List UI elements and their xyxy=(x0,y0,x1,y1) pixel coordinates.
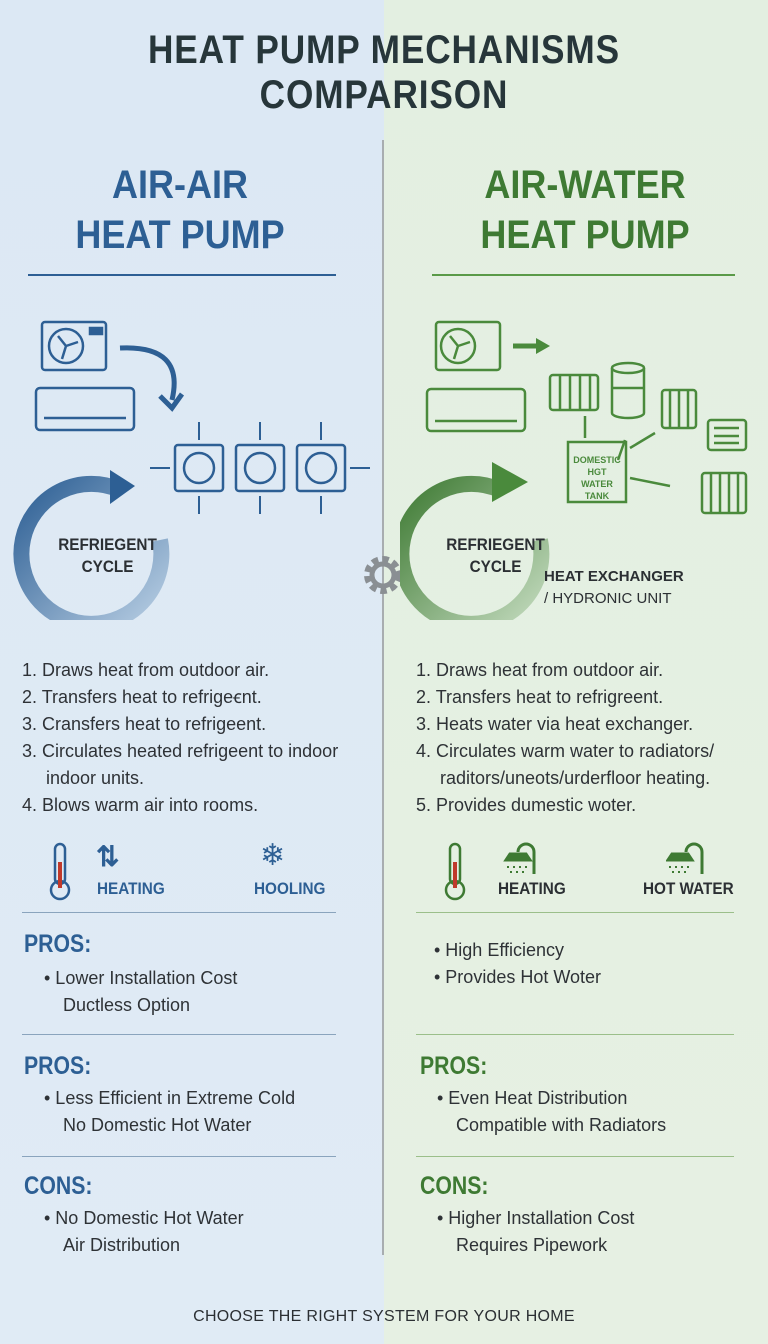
up-down-arrows-icon: ⇅ xyxy=(96,841,120,872)
pros-title: PROS: xyxy=(24,1052,92,1080)
right-heading-line2: HEAT PUMP xyxy=(480,213,690,257)
step: 1. Draws heat from outdoor air. xyxy=(416,660,664,680)
underfloor-heating-icon xyxy=(706,418,748,452)
separator xyxy=(22,1156,336,1157)
tank-label-line: HGT xyxy=(587,467,607,477)
heating-label: HEATING xyxy=(97,879,165,898)
indoor-fan-units-icon xyxy=(150,422,370,514)
outdoor-unit-icon xyxy=(434,320,502,372)
pros-title: PROS: xyxy=(420,1052,488,1080)
cycle-label-line2: CYCLE xyxy=(81,557,134,576)
thermometer-icon xyxy=(444,842,466,901)
left-heading-line1: AIR-AIR xyxy=(112,163,248,207)
step: 3. Heats water via heat exchanger. xyxy=(416,714,694,734)
tank-label-line: WATER xyxy=(581,479,613,489)
air-air-diagram xyxy=(13,320,370,620)
right-panel xyxy=(384,0,768,1344)
left-heading: AIR-AIR HEAT PUMP xyxy=(36,160,324,260)
radiator-icon xyxy=(548,373,600,412)
step: 5. Provides dumestic woter. xyxy=(416,795,637,815)
cons-item: Requires Pipework xyxy=(456,1235,608,1255)
indoor-unit-icon xyxy=(34,386,136,432)
pros-item: No Domestic Hot Water xyxy=(63,1115,252,1135)
cons-title: CONS: xyxy=(24,1172,93,1200)
cons-item: • Higher Installation Cost xyxy=(437,1208,635,1228)
step: 4. Blows warm air into rooms. xyxy=(22,795,259,815)
step: 3. Circulates heated refrigeent to indoo… xyxy=(22,741,339,761)
right-cycle-label: REFRIEGENT CYCLE xyxy=(446,534,545,578)
right-heading: AIR-WATER HEAT PUMP xyxy=(441,160,729,260)
footer-tagline: CHOOSE THE RIGHT SYSTEM FOR YOUR HOME xyxy=(193,1308,575,1325)
step: raditors/uneots/urderfloor heating. xyxy=(440,768,711,788)
right-heading-line1: AIR-WATER xyxy=(484,163,686,207)
water-tank-box-icon xyxy=(566,440,628,504)
separator xyxy=(416,912,734,913)
left-panel xyxy=(0,0,384,1344)
curved-arrow-icon xyxy=(119,345,177,401)
cycle-label-line2: CYCLE xyxy=(469,557,522,576)
shower-icon xyxy=(503,842,536,874)
gear-icon xyxy=(364,556,402,594)
bullet-item: • High Efficiency xyxy=(434,940,565,960)
left-steps-list: 1. Draws heat from outdoor air. 2. Trans… xyxy=(22,657,338,819)
cycle-label-line1: REFRIEGENT xyxy=(58,535,157,554)
pros-item: Compatible with Radiators xyxy=(456,1115,667,1135)
refrigerant-cycle-arrow-icon xyxy=(400,475,550,620)
left-heading-rule xyxy=(28,274,336,276)
right-heading-rule xyxy=(432,274,735,276)
cooling-label: HOOLING xyxy=(254,879,326,898)
left-cycle-label: REFRIEGENT CYCLE xyxy=(58,534,157,578)
outdoor-unit-icon xyxy=(40,320,108,372)
air-water-diagram xyxy=(400,320,748,620)
step: 2. Transfers heat to refrigeꞓnt. xyxy=(22,687,262,707)
step: 4. Circulates warm water to radiators/ xyxy=(416,741,715,761)
step: 2. Transfers heat to refrigreent. xyxy=(416,687,664,707)
heating-label: HEATING xyxy=(498,879,566,898)
step: 1. Draws heat from outdoor air. xyxy=(22,660,270,680)
thermometer-icon xyxy=(49,842,71,901)
tank-label: DOMESTIC HGT WATER TANK xyxy=(568,454,626,502)
cycle-label-line1: REFRIEGENT xyxy=(446,535,545,554)
pros-title: PROS: xyxy=(24,930,92,958)
shower-icon xyxy=(666,842,704,874)
pros-item: Ductless Option xyxy=(63,995,191,1015)
step: 3. Cransfers heat to refrigeent. xyxy=(22,714,267,734)
water-tank-drum-icon xyxy=(610,361,646,420)
pros-item: • Less Efficient in Extreme Cold xyxy=(44,1088,296,1108)
radiator-icon xyxy=(660,388,698,430)
left-heading-line2: HEAT PUMP xyxy=(75,213,285,257)
tank-label-line: TANK xyxy=(584,491,610,501)
hot-water-label: HOT WATER xyxy=(643,879,734,898)
tank-label-line: DOMESTIC xyxy=(573,455,621,465)
pros-item: • Even Heat Distribution xyxy=(437,1088,628,1108)
radiator-icon xyxy=(700,471,748,515)
step: indoor units. xyxy=(46,768,145,788)
cons-item: • No Domestic Hot Water xyxy=(44,1208,244,1228)
snowflake-icon: ❄ xyxy=(260,839,286,872)
center-divider xyxy=(382,140,384,1255)
right-steps-list: 1. Draws heat from outdoor air. 2. Trans… xyxy=(416,657,714,819)
heat-exchanger-label: HEAT EXCHANGER / HYDRONIC UNIT xyxy=(544,566,684,610)
pros-item: • Lower Installation Cost xyxy=(44,968,238,988)
separator xyxy=(416,1034,734,1035)
bullet-item: • Provides Hot Woter xyxy=(434,967,602,987)
separator xyxy=(416,1156,734,1157)
indoor-unit-icon xyxy=(425,387,527,433)
cons-title: CONS: xyxy=(420,1172,489,1200)
heat-exchanger-line2: / HYDRONIC UNIT xyxy=(544,590,672,607)
separator xyxy=(22,912,336,913)
cons-item: Air Distribution xyxy=(63,1235,181,1255)
heat-exchanger-line1: HEAT EXCHANGER xyxy=(544,568,684,585)
refrigerant-cycle-arrow-icon xyxy=(13,475,170,620)
separator xyxy=(22,1034,336,1035)
page-title: HEAT PUMP MECHANISMS COMPARISON xyxy=(148,28,620,117)
